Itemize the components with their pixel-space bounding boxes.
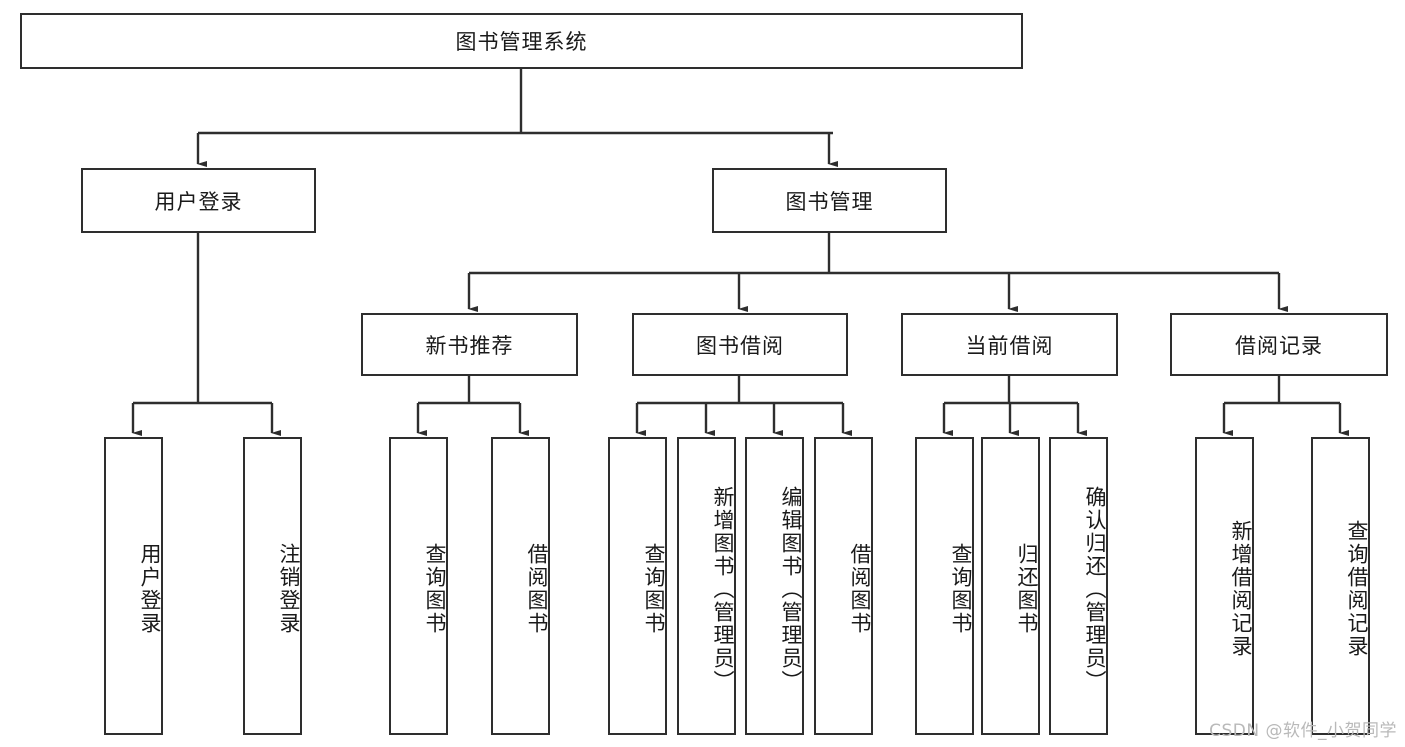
node-label: 注销登录 xyxy=(277,543,301,635)
leaf-recommend-borrow-book[interactable]: 借阅图书 xyxy=(491,437,550,735)
leaf-borrow-add-book-admin[interactable]: 新增图书（管理员） xyxy=(677,437,736,735)
node-new-book-recommend[interactable]: 新书推荐 xyxy=(361,313,578,376)
leaf-record-query-record[interactable]: 查询借阅记录 xyxy=(1311,437,1370,735)
node-book-management[interactable]: 图书管理 xyxy=(712,168,947,233)
node-borrow-record[interactable]: 借阅记录 xyxy=(1170,313,1388,376)
node-label: 用户登录 xyxy=(154,189,243,214)
node-label: 借阅图书 xyxy=(848,543,872,635)
node-label: 编辑图书（管理员） xyxy=(779,485,803,693)
leaf-borrow-query-book[interactable]: 查询图书 xyxy=(608,437,667,735)
leaf-current-return-book[interactable]: 归还图书 xyxy=(981,437,1040,735)
leaf-record-add-record[interactable]: 新增借阅记录 xyxy=(1195,437,1254,735)
leaf-user-login[interactable]: 用户登录 xyxy=(104,437,163,735)
node-root-system[interactable]: 图书管理系统 xyxy=(20,13,1023,69)
csdn-watermark: CSDN @软件_小贺同学 xyxy=(1209,721,1397,741)
leaf-user-logout[interactable]: 注销登录 xyxy=(243,437,302,735)
node-label: 新书推荐 xyxy=(425,333,514,358)
node-label: 当前借阅 xyxy=(965,333,1054,358)
node-label: 借阅图书 xyxy=(525,543,549,635)
node-label: 图书借阅 xyxy=(696,333,784,358)
leaf-borrow-borrow-book[interactable]: 借阅图书 xyxy=(814,437,873,735)
node-label: 查询图书 xyxy=(949,543,973,635)
node-label: 归还图书 xyxy=(1015,543,1039,635)
node-label: 查询图书 xyxy=(642,543,666,635)
node-book-borrow[interactable]: 图书借阅 xyxy=(632,313,848,376)
node-user-login[interactable]: 用户登录 xyxy=(81,168,316,233)
node-label: 新增图书（管理员） xyxy=(711,485,735,693)
leaf-borrow-edit-book-admin[interactable]: 编辑图书（管理员） xyxy=(745,437,804,735)
node-label: 图书管理系统 xyxy=(455,30,588,54)
leaf-current-confirm-return-admin[interactable]: 确认归还（管理员） xyxy=(1049,437,1108,735)
node-label: 查询图书 xyxy=(423,543,447,635)
node-label: 查询借阅记录 xyxy=(1345,520,1369,658)
node-label: 借阅记录 xyxy=(1235,333,1323,358)
node-label: 用户登录 xyxy=(138,543,162,635)
node-label: 新增借阅记录 xyxy=(1229,520,1253,658)
node-current-borrow[interactable]: 当前借阅 xyxy=(901,313,1118,376)
leaf-current-query-book[interactable]: 查询图书 xyxy=(915,437,974,735)
leaf-recommend-query-book[interactable]: 查询图书 xyxy=(389,437,448,735)
node-label: 确认归还（管理员） xyxy=(1083,485,1107,693)
node-label: 图书管理 xyxy=(785,189,874,214)
